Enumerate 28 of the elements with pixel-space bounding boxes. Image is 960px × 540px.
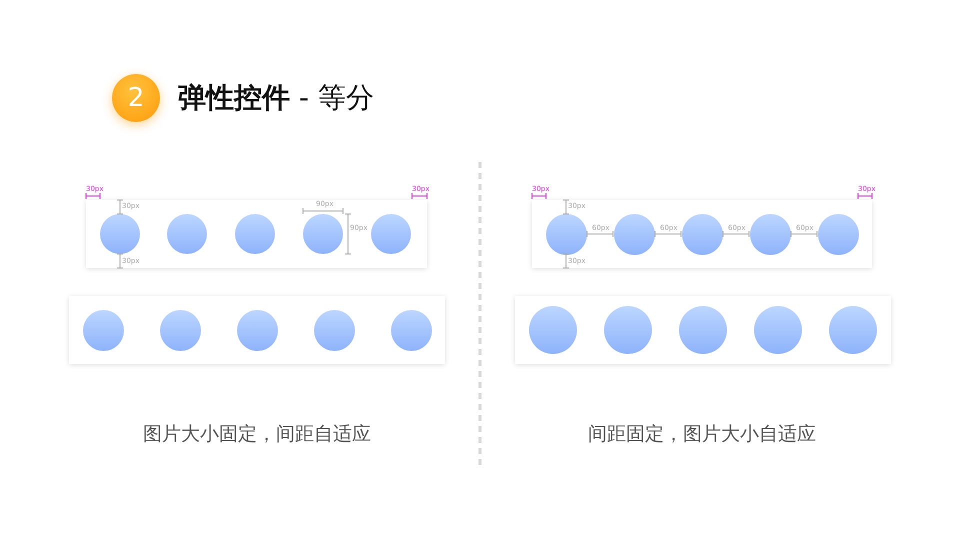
image-circle <box>818 214 858 254</box>
image-circle <box>604 306 652 354</box>
number-badge: 2 <box>112 74 160 122</box>
image-circle <box>682 214 722 254</box>
image-circle <box>371 214 411 254</box>
image-circle <box>82 310 124 350</box>
image-circle <box>235 214 275 254</box>
layout-panel <box>515 296 891 364</box>
title: 弹性控件 - 等分 <box>178 84 374 112</box>
image-circle <box>314 310 354 350</box>
caption: 间距固定，图片大小自适应 <box>588 425 816 444</box>
image-circle <box>829 306 877 354</box>
image-circle <box>679 306 727 354</box>
image-circle <box>529 306 577 354</box>
image-circle <box>160 310 200 350</box>
image-circle <box>754 306 802 354</box>
layout-panel <box>69 296 445 364</box>
image-circle <box>236 310 278 350</box>
caption: 图片大小固定，间距自适应 <box>143 425 371 444</box>
image-circle <box>303 214 343 254</box>
image-circle <box>546 214 586 254</box>
image-circle <box>100 214 140 254</box>
image-circle <box>167 214 207 254</box>
layout-panel <box>86 200 427 268</box>
image-circle <box>390 310 432 350</box>
image-circle <box>750 214 790 254</box>
image-circle <box>614 214 654 254</box>
layout-panel <box>532 200 872 268</box>
